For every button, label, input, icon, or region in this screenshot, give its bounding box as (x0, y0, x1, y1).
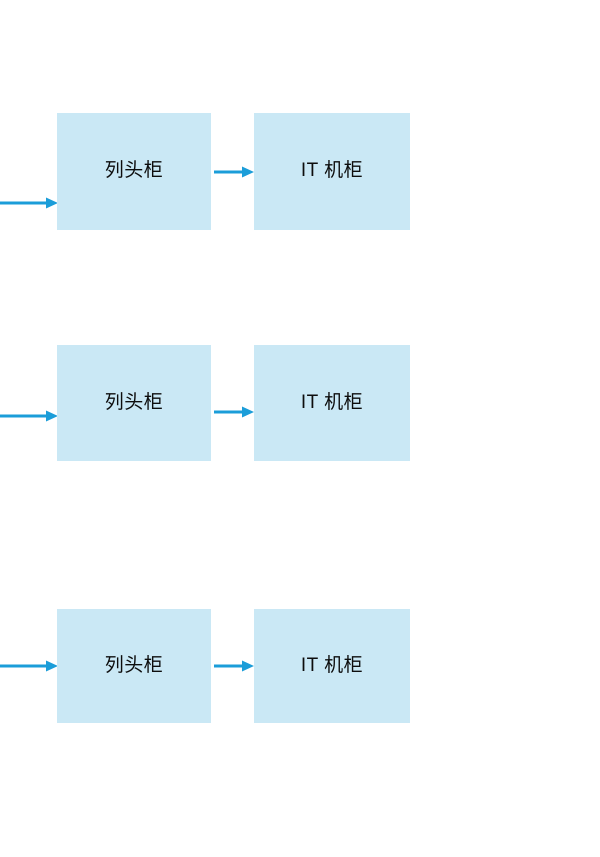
diagram-row-2: 列头柜 IT 机柜 (0, 345, 600, 462)
node-label: IT 机柜 (300, 391, 364, 413)
incoming-arrow-row-3 (0, 658, 58, 674)
connector-arrow-row-3 (214, 658, 254, 674)
incoming-arrow-row-2 (0, 408, 58, 424)
node-head-cabinet-2[interactable]: 列头柜 (57, 345, 211, 461)
node-label: 列头柜 (104, 391, 164, 413)
node-label: IT 机柜 (300, 160, 364, 182)
node-label: 列头柜 (104, 654, 164, 676)
connector-arrow-row-2 (214, 404, 254, 420)
node-label: 列头柜 (104, 160, 164, 182)
node-label: IT 机柜 (300, 654, 364, 676)
diagram-row-3: 列头柜 IT 机柜 (0, 609, 600, 724)
node-it-cabinet-2[interactable]: IT 机柜 (254, 345, 410, 461)
node-head-cabinet-3[interactable]: 列头柜 (57, 609, 211, 723)
node-it-cabinet-3[interactable]: IT 机柜 (254, 609, 410, 723)
node-head-cabinet-1[interactable]: 列头柜 (57, 113, 211, 230)
node-it-cabinet-1[interactable]: IT 机柜 (254, 113, 410, 230)
connector-arrow-row-1 (214, 164, 254, 180)
diagram-row-1: 列头柜 IT 机柜 (0, 113, 600, 231)
incoming-arrow-row-1 (0, 195, 58, 211)
